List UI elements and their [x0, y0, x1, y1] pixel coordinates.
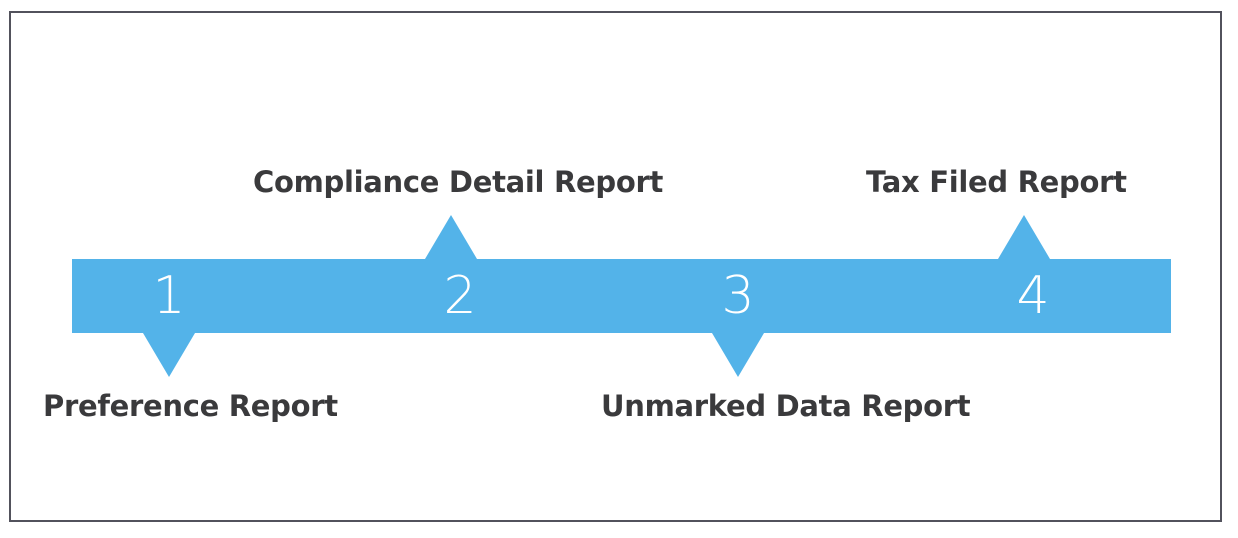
pointer-up-step-2: [425, 215, 477, 259]
step-label-2: Compliance Detail Report: [253, 165, 664, 199]
step-label-1: Preference Report: [43, 389, 338, 423]
step-label-3: Unmarked Data Report: [601, 389, 971, 423]
step-number-4: 4: [1016, 266, 1050, 326]
pointer-up-step-4: [998, 215, 1050, 259]
step-number-2: 2: [443, 266, 477, 326]
process-bar: [72, 259, 1171, 333]
step-label-4: Tax Filed Report: [866, 165, 1127, 199]
step-number-3: 3: [721, 266, 755, 326]
pointer-down-step-3: [712, 333, 764, 377]
diagram-frame: 1 Preference Report 2 Compliance Detail …: [9, 11, 1222, 522]
step-number-1: 1: [152, 266, 186, 326]
pointer-down-step-1: [143, 333, 195, 377]
